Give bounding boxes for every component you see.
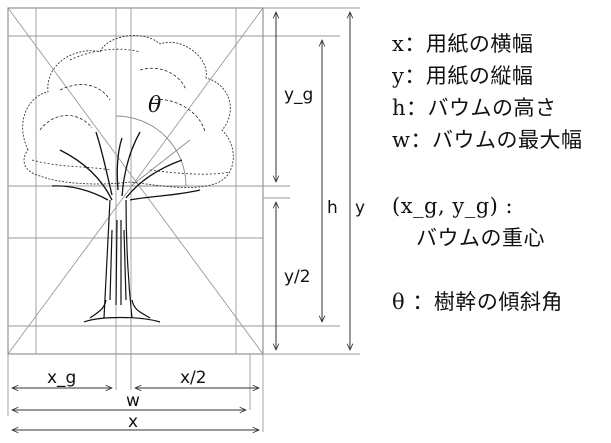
label-theta: θ xyxy=(148,93,161,118)
legend-w: w：バウムの最大幅 xyxy=(392,128,583,152)
tree-canopy xyxy=(22,35,234,188)
tree-trunk xyxy=(83,199,161,323)
legend-centroid-desc: バウムの重心 xyxy=(416,226,545,250)
legend-panel: x：用紙の横幅 y：用紙の縦幅 h：バウムの高さ w：バウムの最大幅 (x_g,… xyxy=(392,0,611,439)
legend-x: x：用紙の横幅 xyxy=(392,32,534,56)
label-h: h xyxy=(327,198,338,218)
reference-grid xyxy=(7,7,360,432)
legend-h: h：バウムの高さ xyxy=(392,96,557,120)
label-y-g: y_g xyxy=(284,85,313,105)
legend-centroid-title: (x_g, y_g) : xyxy=(392,194,514,218)
legend-y: y：用紙の縦幅 xyxy=(392,64,534,88)
label-x-g: x_g xyxy=(47,368,76,388)
tree-branches xyxy=(51,131,201,201)
trunk-angle-guide xyxy=(115,115,191,187)
label-y-half: y/2 xyxy=(284,267,311,287)
vertical-dimensions xyxy=(276,12,350,350)
paper-outline xyxy=(7,7,264,355)
label-y: y xyxy=(355,198,365,218)
label-x: x xyxy=(128,412,138,432)
label-w: w xyxy=(126,391,140,411)
legend-theta: θ ：樹幹の傾斜角 xyxy=(392,290,563,314)
horizontal-dimensions xyxy=(12,388,259,430)
label-x-half: x/2 xyxy=(180,368,207,388)
